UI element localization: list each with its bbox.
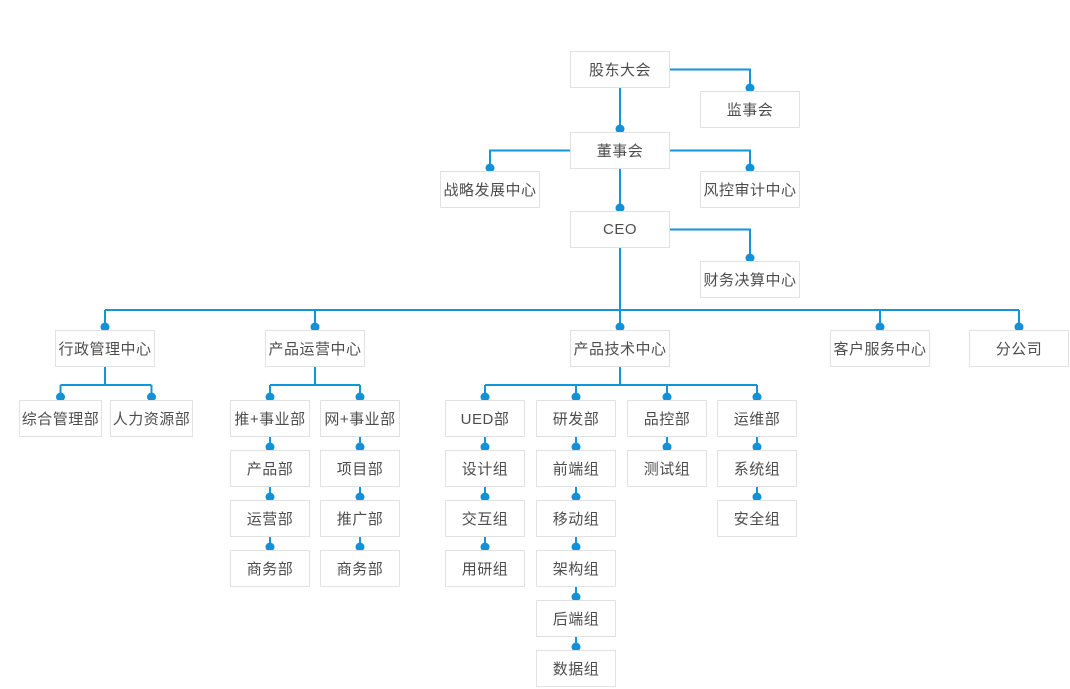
connector-dot <box>1014 322 1024 332</box>
org-node-rd-dept: 研发部 <box>536 400 616 437</box>
connector-dot <box>355 442 365 452</box>
org-node-om-dept: 运维部 <box>717 400 797 437</box>
connector-dot <box>615 322 625 332</box>
org-node-system-group: 系统组 <box>717 450 797 487</box>
org-node-shareholders: 股东大会 <box>570 51 670 88</box>
connector-dot <box>265 392 275 402</box>
connector-dot <box>480 392 490 402</box>
org-node-wang-division: 网+事业部 <box>320 400 400 437</box>
org-node-frontend-group: 前端组 <box>536 450 616 487</box>
org-node-security-group: 安全组 <box>717 500 797 537</box>
org-node-architecture-group: 架构组 <box>536 550 616 587</box>
connector-dot <box>265 542 275 552</box>
connector-dot <box>265 492 275 502</box>
connector-dot <box>662 392 672 402</box>
org-node-data-group: 数据组 <box>536 650 616 687</box>
org-node-testing-group: 测试组 <box>627 450 707 487</box>
org-node-business-dept-2: 商务部 <box>320 550 400 587</box>
org-node-user-research-group: 用研组 <box>445 550 525 587</box>
org-node-supervisory: 监事会 <box>700 91 800 128</box>
connector-line <box>670 68 751 91</box>
connector-dot <box>480 442 490 452</box>
connector-dot <box>571 592 581 602</box>
connector-dot <box>875 322 885 332</box>
connector-dot <box>571 642 581 652</box>
org-node-branch-company: 分公司 <box>969 330 1069 367</box>
connector-dot <box>571 492 581 502</box>
org-node-operation-dept: 运营部 <box>230 500 310 537</box>
org-node-tech-center: 产品技术中心 <box>570 330 670 367</box>
connector-line <box>489 149 570 171</box>
connector-dot <box>752 392 762 402</box>
connector-dot <box>480 492 490 502</box>
org-node-backend-group: 后端组 <box>536 600 616 637</box>
connector-dot <box>571 442 581 452</box>
connector-dot <box>571 542 581 552</box>
org-node-service-center: 客户服务中心 <box>830 330 930 367</box>
connector-line <box>670 228 751 261</box>
connector-dot <box>265 442 275 452</box>
connector-dot <box>100 322 110 332</box>
connector-dot <box>355 492 365 502</box>
connector-dot <box>752 492 762 502</box>
connector-dot <box>745 163 755 173</box>
connector-dot <box>662 442 672 452</box>
org-node-mobile-group: 移动组 <box>536 500 616 537</box>
connector-dot <box>485 163 495 173</box>
connector-dot <box>56 392 65 402</box>
org-node-product-dept: 产品部 <box>230 450 310 487</box>
org-node-board: 董事会 <box>570 132 670 169</box>
org-node-ceo: CEO <box>570 211 670 248</box>
org-node-qc-dept: 品控部 <box>627 400 707 437</box>
org-node-interaction-group: 交互组 <box>445 500 525 537</box>
connector-dot <box>615 124 625 134</box>
connector-dot <box>355 542 365 552</box>
org-node-ops-center: 产品运营中心 <box>265 330 365 367</box>
org-node-strategy: 战略发展中心 <box>440 171 540 208</box>
connector-dot <box>615 203 625 213</box>
connector-dot <box>310 322 320 332</box>
connector-dot <box>355 392 365 402</box>
connector-dot <box>571 392 581 402</box>
org-node-finance: 财务决算中心 <box>700 261 800 298</box>
connector-dot <box>745 253 755 263</box>
connector-line <box>670 149 751 171</box>
org-node-risk-audit: 风控审计中心 <box>700 171 800 208</box>
org-node-business-dept-1: 商务部 <box>230 550 310 587</box>
org-node-ued-dept: UED部 <box>445 400 525 437</box>
org-node-general-mgmt: 综合管理部 <box>19 400 102 437</box>
org-node-design-group: 设计组 <box>445 450 525 487</box>
org-node-promotion-dept: 推广部 <box>320 500 400 537</box>
connector-dot <box>745 83 755 93</box>
connector-dot <box>480 542 490 552</box>
connector-dot <box>147 392 156 402</box>
connector-dot <box>752 442 762 452</box>
org-node-project-dept: 项目部 <box>320 450 400 487</box>
org-node-hr-dept: 人力资源部 <box>110 400 193 437</box>
org-node-tui-division: 推+事业部 <box>230 400 310 437</box>
org-node-admin-center: 行政管理中心 <box>55 330 155 367</box>
